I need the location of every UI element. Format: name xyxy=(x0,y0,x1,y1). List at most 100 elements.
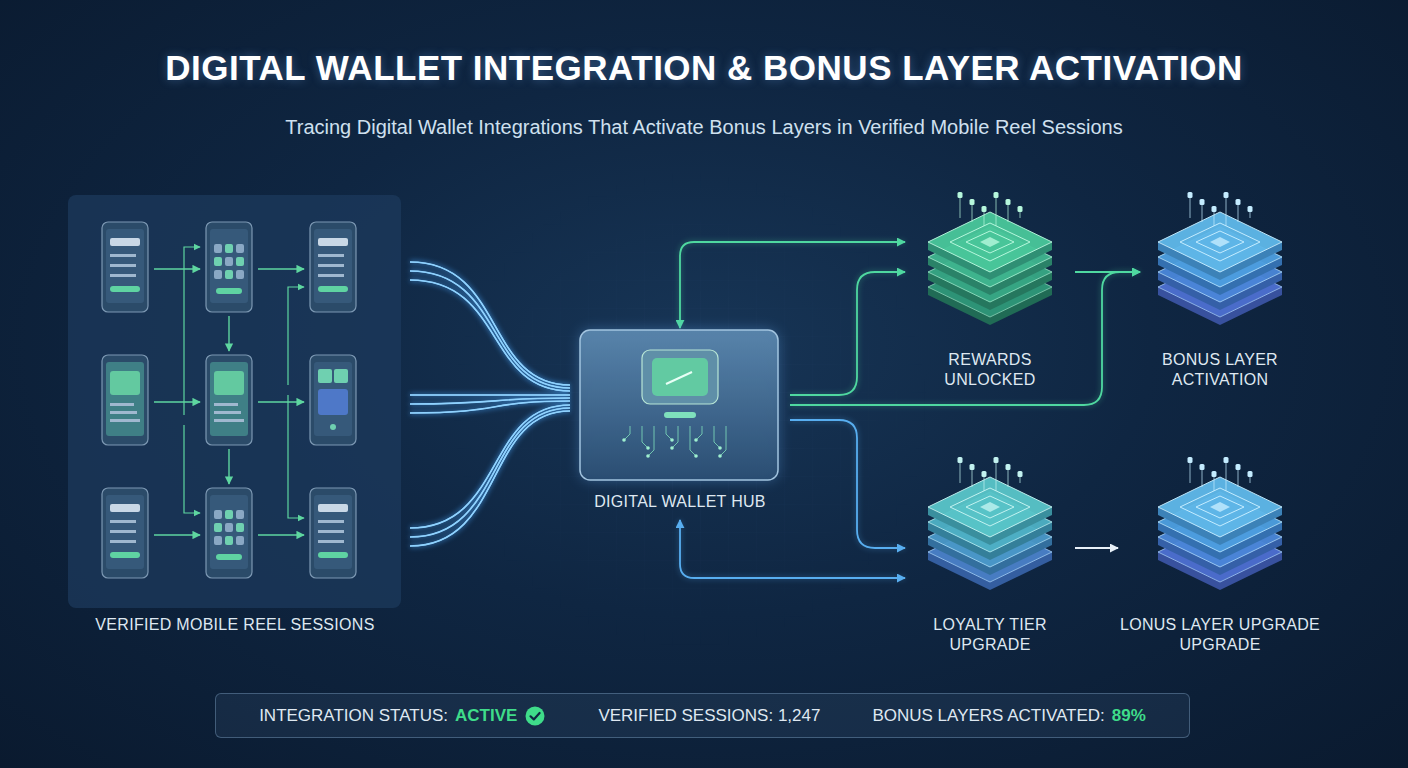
connector-glow xyxy=(1075,270,1140,275)
connector-line xyxy=(1075,547,1118,549)
connector-glow xyxy=(790,272,905,395)
app-tile xyxy=(236,270,244,279)
circuit-dot xyxy=(622,438,626,442)
layer-inlay xyxy=(980,502,1000,512)
phone-line xyxy=(318,520,344,523)
app-tile xyxy=(236,536,244,545)
data-dot xyxy=(1006,464,1011,470)
phone-line xyxy=(110,520,136,523)
data-beam xyxy=(1008,468,1009,487)
data-beam xyxy=(972,203,973,222)
circuit-trace xyxy=(642,426,648,448)
flow-arrow xyxy=(288,287,304,385)
data-dot xyxy=(1248,206,1253,212)
layer-plate xyxy=(928,212,1052,272)
phone-card xyxy=(110,371,140,395)
node-label: LONUS LAYER UPGRADE UPGRADE xyxy=(1118,615,1322,655)
layer-inlay xyxy=(1180,223,1260,261)
data-dot xyxy=(982,471,987,477)
diagram-title: DIGITAL WALLET INTEGRATION & BONUS LAYER… xyxy=(0,48,1408,88)
data-dot xyxy=(1018,471,1023,477)
phone-screen xyxy=(210,229,248,303)
phone-body xyxy=(310,355,356,445)
data-dot xyxy=(958,457,963,463)
layer-inlay xyxy=(1196,496,1244,518)
flow-arrow xyxy=(228,316,229,351)
data-dot xyxy=(1200,199,1205,205)
flow-arrow xyxy=(288,395,304,518)
flow-arrow xyxy=(258,401,304,402)
status-text: INTEGRATION STATUS: xyxy=(259,706,448,726)
data-beam xyxy=(1226,461,1227,491)
connector-glow xyxy=(680,520,905,578)
node-label: BONUS LAYER ACTIVATION xyxy=(1150,350,1290,390)
connector-line xyxy=(790,272,905,395)
data-beam xyxy=(1214,475,1215,491)
data-beam xyxy=(960,196,961,218)
phone-body xyxy=(102,222,148,312)
connector xyxy=(790,272,1140,405)
app-tile xyxy=(334,369,348,383)
hub-illustration xyxy=(570,328,790,518)
data-dot xyxy=(1236,199,1241,205)
app-tile xyxy=(225,257,233,266)
circuit-dot xyxy=(694,438,698,442)
app-tile xyxy=(214,244,222,253)
phone-screen xyxy=(106,495,144,569)
circuit-trace xyxy=(648,426,654,456)
phone-bar xyxy=(110,504,140,512)
layer-inlay xyxy=(980,237,1000,247)
circuit-dot xyxy=(718,454,722,458)
phone-button xyxy=(110,286,140,292)
phone-line xyxy=(318,274,344,277)
phone-body xyxy=(310,488,356,578)
connector xyxy=(410,262,570,546)
data-beam xyxy=(996,196,997,226)
phone-screen xyxy=(106,229,144,303)
connector-glow xyxy=(1075,546,1118,551)
phone-line xyxy=(318,540,344,543)
data-dot xyxy=(994,457,999,463)
flow-arrow xyxy=(154,401,200,402)
data-beam xyxy=(1190,461,1191,483)
circuit-trace xyxy=(696,426,702,440)
layer-plate xyxy=(928,477,1052,537)
app-tile xyxy=(236,523,244,532)
flow-arrow xyxy=(154,534,200,535)
bonus-stack: BONUS LAYER ACTIVATION xyxy=(1140,190,1300,396)
connector-glow xyxy=(680,242,905,328)
phone-line xyxy=(110,254,136,257)
connector xyxy=(680,242,905,328)
phone-line xyxy=(110,530,136,533)
phone-screen xyxy=(314,362,352,436)
session-panel: VERIFIED MOBILE REEL SESSIONS xyxy=(60,195,410,641)
connector-glow xyxy=(410,262,570,546)
phone-bar xyxy=(110,238,140,246)
node-label: LOYALTY TIER UPGRADE xyxy=(920,615,1060,655)
status-text: BONUS LAYERS ACTIVATED: xyxy=(872,706,1104,726)
data-beam xyxy=(960,461,961,483)
app-tile xyxy=(214,523,222,532)
circuit-dot xyxy=(646,454,650,458)
phone-card xyxy=(318,389,348,415)
phone-button xyxy=(110,552,140,558)
connector-line xyxy=(680,242,905,328)
data-beam xyxy=(972,468,973,487)
app-tile xyxy=(236,257,244,266)
data-dot xyxy=(1188,192,1193,198)
data-dot xyxy=(1224,457,1229,463)
check-icon xyxy=(524,705,546,727)
phone-screen xyxy=(314,229,352,303)
circuit-trace xyxy=(714,426,720,448)
data-dot xyxy=(1212,206,1217,212)
flow-arrow xyxy=(258,268,304,269)
phone-line xyxy=(214,403,238,406)
phone-body xyxy=(102,488,148,578)
data-dot xyxy=(1018,206,1023,212)
phone-card xyxy=(214,371,244,395)
flow-arrow xyxy=(258,534,304,535)
phone-screen xyxy=(314,495,352,569)
phone-body xyxy=(206,488,252,578)
loyalty-stack: LOYALTY TIER UPGRADE xyxy=(905,455,1075,661)
app-tile xyxy=(225,510,233,519)
